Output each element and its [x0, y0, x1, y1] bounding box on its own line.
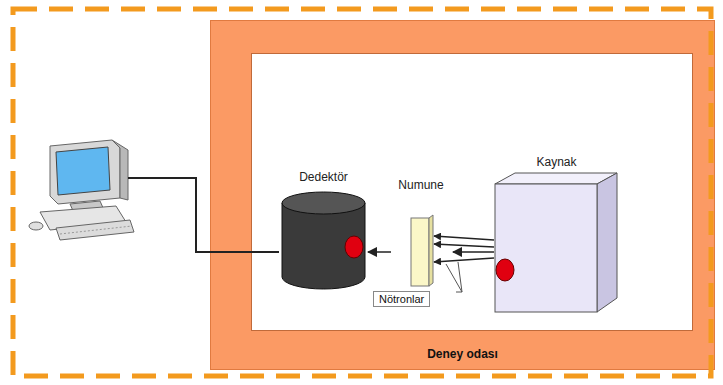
neutron-arrow [453, 251, 494, 253]
source-node: Kaynak [494, 154, 619, 314]
source-box [494, 172, 619, 314]
neutron-arrow [368, 251, 391, 253]
sample-node: Numune [391, 177, 451, 287]
node-heading: Numune [391, 177, 451, 193]
node-heading: Kaynak [494, 154, 619, 170]
signal-wire [128, 178, 279, 252]
neutron-ray [434, 258, 494, 262]
detector-cylinder [281, 191, 366, 291]
leader-line [458, 262, 462, 292]
leader-line [446, 264, 462, 292]
detector-node: Dedektör [281, 169, 366, 291]
sample-bar [391, 217, 451, 287]
label-box: Nötronlar [373, 291, 430, 307]
tag-text: Nötronlar [379, 293, 424, 305]
computer-icon [29, 140, 134, 240]
node-heading: Dedektör [281, 169, 366, 185]
experiment-room: Deney odası DedektörNumuneNötronlar Kaynak [210, 20, 715, 370]
neutron-ray [434, 244, 494, 247]
neutron-ray [434, 236, 494, 240]
room-label: Deney odası [427, 347, 498, 361]
room-footer: Deney odası [211, 344, 714, 362]
dashed-border [13, 9, 711, 376]
